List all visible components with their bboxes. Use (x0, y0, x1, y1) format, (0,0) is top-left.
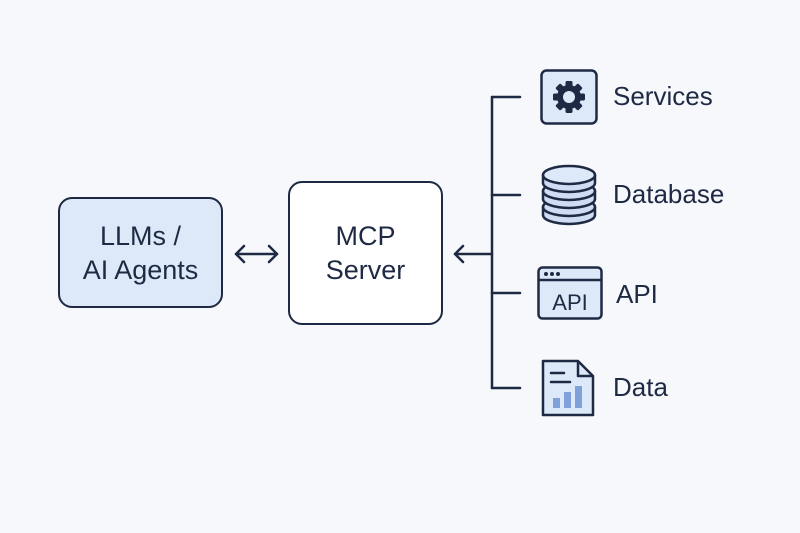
llm-box-line2: AI Agents (82, 254, 199, 285)
mcp-box-line1: MCP (335, 221, 396, 251)
api-label: API (616, 279, 658, 309)
resource-bus (490, 95, 522, 390)
mcp-server-box: MCP Server (288, 181, 443, 325)
services-label: Services (613, 81, 713, 111)
incoming-arrow (453, 244, 494, 264)
bidirectional-arrow (234, 244, 279, 264)
api-window-icon: API (537, 266, 603, 320)
llm-box-line1: LLMs / (99, 220, 182, 251)
gear-icon (540, 69, 598, 125)
api-icon-text: API (552, 290, 587, 315)
database-label: Database (613, 179, 725, 209)
mcp-box-line2: Server (325, 255, 406, 285)
data-label: Data (613, 372, 668, 402)
document-chart-icon (541, 359, 595, 417)
database-icon (541, 164, 597, 226)
llm-agents-box: LLMs / AI Agents (58, 197, 223, 308)
